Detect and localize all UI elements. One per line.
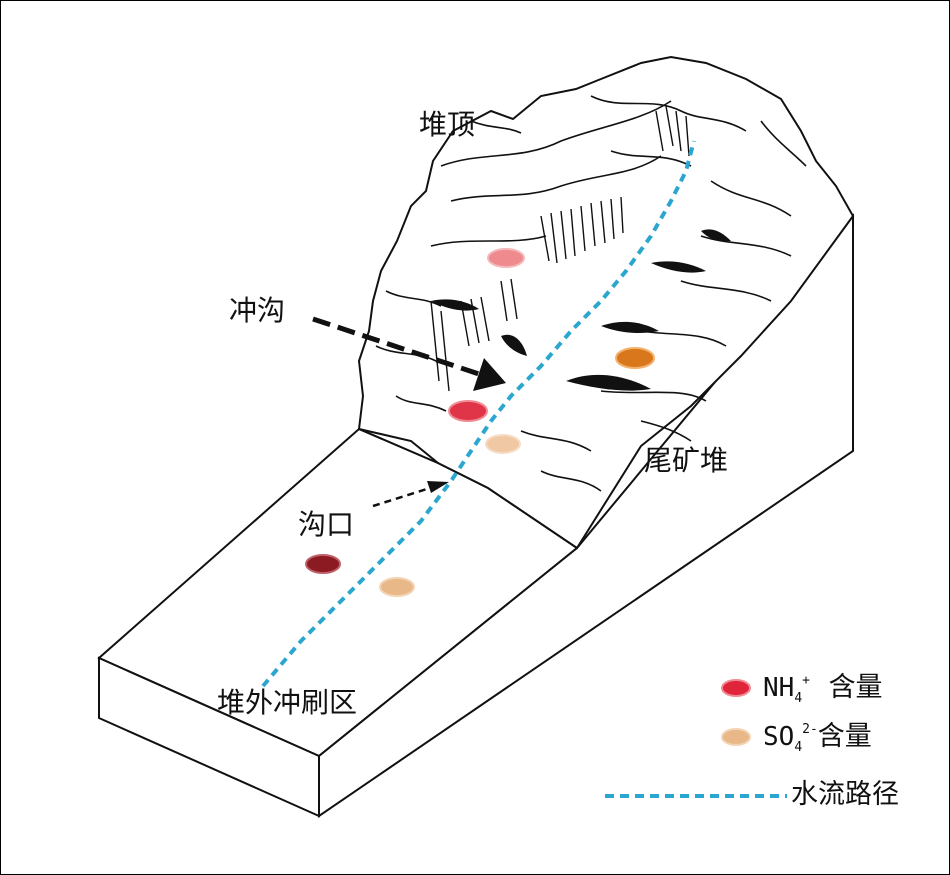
legend-nh4-swatch — [721, 679, 751, 697]
legend-so4-formula: SO — [763, 722, 795, 752]
label-tailings-heap: 尾矿堆 — [644, 444, 729, 477]
gully-arrow-line — [312, 316, 480, 377]
legend-so4-superscript: 2- — [802, 722, 818, 737]
gully-shadows — [431, 229, 731, 391]
tailings-heap-outline — [357, 55, 855, 550]
legend-so4-text: 含量 — [817, 721, 872, 752]
legend-so4-subscript: 4 — [794, 740, 803, 755]
label-gully: 冲沟 — [229, 294, 286, 327]
sample-point-so4-dark — [615, 347, 655, 369]
gully-mouth-arrow-head — [427, 481, 449, 493]
gully-mouth-arrow-line — [372, 485, 434, 508]
sample-point-so4-medium — [379, 577, 415, 597]
legend-nh4-label: NH4 + 含量 — [763, 674, 883, 705]
sample-point-so4-light — [485, 434, 521, 454]
legend-nh4-subscript: 4 — [794, 691, 803, 706]
legend-so4-swatch — [721, 728, 751, 746]
gully-hatching — [430, 105, 690, 392]
legend-nh4-superscript: + — [802, 673, 810, 688]
label-gully-mouth: 沟口 — [298, 508, 355, 541]
legend-nh4-text: 含量 — [828, 672, 883, 703]
label-heap-top: 堆顶 — [419, 108, 476, 141]
gully-arrow-head — [473, 358, 506, 391]
legend-flow-label: 水流路径 — [791, 779, 899, 810]
legend-so4-label: SO4 2-含量 — [763, 723, 872, 754]
sample-point-nh4-light — [487, 248, 525, 268]
heap-front-edge — [358, 428, 439, 464]
sample-point-nh4-dark — [305, 554, 341, 574]
label-washout-zone: 堆外冲刷区 — [217, 686, 358, 719]
legend-nh4-formula: NH — [763, 673, 795, 703]
water-flow-path — [261, 140, 696, 688]
heap-right-face — [318, 213, 854, 818]
terrain-contours — [375, 95, 807, 492]
sample-point-nh4-medium — [448, 400, 488, 422]
